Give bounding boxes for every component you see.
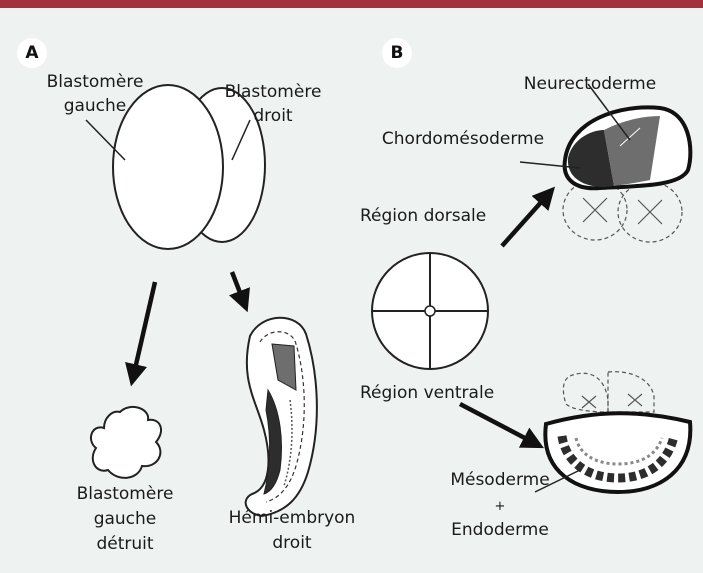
four-cell-embryo [372,253,488,369]
label-hemi-embryo-2: droit [212,533,372,554]
label-destroyed-3: détruit [60,534,190,555]
label-dorsal-region: Région dorsale [360,206,486,227]
arrow-to-destroyed [132,282,155,382]
label-mesoderm: Mésoderme [440,470,560,491]
arrow-to-dorsal [502,190,552,246]
panel-label-b: B [382,38,412,68]
label-left-blastomere-2: gauche [30,96,160,117]
destroyed-blastomere [91,407,161,478]
hemi-embryo [246,318,317,516]
label-endoderm: Endoderme [440,520,560,541]
label-plus: + [440,496,560,517]
label-neurectoderm: Neurectoderme [505,74,675,95]
arrow-to-hemi-embryo [232,272,246,308]
label-destroyed-1: Blastomère [60,484,190,505]
arrow-to-ventral [460,404,540,446]
ventral-half-embryo [545,372,690,492]
label-left-blastomere-1: Blastomère [30,72,160,93]
dorsal-half-embryo [563,107,690,242]
label-right-blastomere-2: droit [208,106,338,127]
label-ventral-region: Région ventrale [360,383,494,404]
label-right-blastomere-1: Blastomère [208,82,338,103]
label-hemi-embryo-1: Hémi-embryon [212,508,372,529]
label-chordomesoderm: Chordomésoderme [378,129,548,150]
panel-label-a: A [17,38,47,68]
label-destroyed-2: gauche [60,509,190,530]
